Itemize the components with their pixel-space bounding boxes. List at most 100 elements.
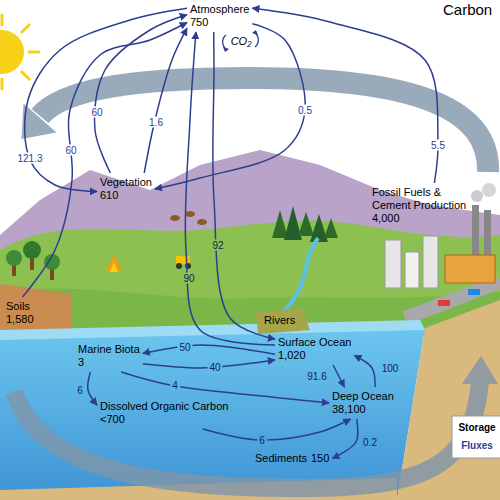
- flux-arrow: [333, 365, 344, 387]
- reservoir-amount: 150: [311, 452, 329, 465]
- flux-arrow: [354, 356, 375, 388]
- cycle-arrow-part: [14, 382, 480, 488]
- road-part: [468, 289, 480, 295]
- flux-value: 4: [170, 380, 180, 391]
- reservoir-label: Rivers: [264, 314, 295, 327]
- factory-part: [484, 210, 491, 257]
- sediment-slope: [0, 300, 500, 500]
- reservoir-name: Fossil Fuels & Cement Production: [372, 186, 476, 212]
- reservoir-amount: 3: [78, 356, 140, 369]
- flux-value: 50: [177, 342, 192, 353]
- cattle-part: [185, 211, 195, 217]
- reservoir-label: Marine Biota3: [78, 343, 140, 369]
- cattle-part: [170, 215, 180, 221]
- flux-arrow: [95, 15, 187, 173]
- flux-value: 5.5: [429, 140, 447, 151]
- cycle-arrow-part: [40, 78, 488, 172]
- legend-storage: Storage: [458, 422, 495, 433]
- factory: [445, 183, 496, 283]
- sun: [0, 14, 40, 90]
- sun-part: [28, 51, 40, 54]
- tractor-part: [176, 256, 190, 264]
- fire-part: [106, 254, 122, 272]
- forest-part: [324, 218, 338, 238]
- flux-arrow: [25, 8, 187, 191]
- river: [282, 238, 318, 312]
- flux-arrow: [88, 372, 97, 405]
- flux-value: 6: [257, 435, 267, 446]
- legend-box-part: [452, 416, 500, 458]
- flux-value: 91.6: [305, 371, 328, 382]
- reservoir-amount: 38,100: [332, 403, 394, 416]
- legend-box: [452, 416, 500, 458]
- reservoir-label: Vegetation610: [100, 176, 152, 202]
- flux-arrow: [23, 23, 187, 298]
- reservoir-name: Atmosphere: [190, 3, 249, 16]
- reservoir-amount: <700: [100, 413, 228, 426]
- diagram-title: Carbon: [443, 1, 492, 18]
- sun-part: [1, 14, 4, 26]
- tractor-part: [176, 263, 182, 269]
- reservoir-amount: 4,000: [372, 212, 476, 225]
- sun-part: [21, 71, 30, 80]
- city-part: [423, 236, 438, 288]
- co2-swirl: [223, 30, 259, 52]
- flux-value: 90: [181, 273, 196, 284]
- city-part: [385, 240, 401, 288]
- legend-fluxes: Fluxes: [461, 440, 493, 451]
- reservoir-label: Soils1,580: [6, 300, 34, 326]
- flux-value: 100: [380, 363, 401, 374]
- hills: [0, 221, 500, 335]
- reservoir-name: Rivers: [264, 314, 295, 327]
- forest-part: [298, 212, 314, 236]
- flux-arrow: [121, 372, 329, 403]
- river-part: [282, 238, 318, 312]
- factory-part: [482, 183, 496, 197]
- gas-label: CO₂: [231, 35, 252, 47]
- cattle-part: [197, 219, 207, 225]
- ocean-part: [0, 328, 425, 500]
- flux-arrow: [213, 32, 275, 339]
- reservoir-amount: 610: [100, 189, 152, 202]
- flux-arrow: [185, 32, 275, 345]
- flux-value: 6: [75, 385, 85, 396]
- reservoir-name: Deep Ocean: [332, 390, 394, 403]
- forest-part: [272, 210, 288, 238]
- flux-value: 40: [207, 362, 222, 373]
- tractor: [176, 256, 191, 269]
- flux-arrow: [143, 345, 275, 354]
- factory-part: [472, 205, 479, 257]
- factory-part: [471, 190, 483, 202]
- city-part: [405, 252, 419, 288]
- river-mouth: [256, 308, 310, 334]
- road-part: [438, 300, 450, 306]
- reservoir-name: Marine Biota: [78, 343, 140, 356]
- city: [385, 236, 438, 288]
- flux-arrow: [332, 419, 357, 459]
- flux-value: 121.3: [15, 153, 44, 164]
- reservoir-label: Deep Ocean38,100: [332, 390, 394, 416]
- factory-part: [445, 255, 495, 283]
- flux-value: 1.6: [147, 117, 165, 128]
- left-trees-part: [23, 241, 41, 259]
- flux-value: 0.2: [361, 437, 379, 448]
- flux-value: 60: [89, 107, 104, 118]
- left-trees: [6, 241, 60, 280]
- reservoir-name: Soils: [6, 300, 34, 313]
- co2-swirl-part: [255, 33, 258, 47]
- cycle-arrow: [14, 78, 498, 488]
- sun-part: [1, 78, 4, 90]
- flux-value: 92: [210, 240, 225, 251]
- reservoir-label: Surface Ocean1,020: [278, 336, 351, 362]
- reservoir-amount: 1,580: [6, 313, 34, 326]
- flux-value: 60: [63, 145, 78, 156]
- flux-arrow: [203, 419, 351, 440]
- cattle: [170, 211, 207, 225]
- forest: [272, 206, 338, 242]
- co2-swirl-part: [223, 47, 229, 52]
- reservoir-label: Fossil Fuels & Cement Production4,000: [372, 186, 476, 225]
- cycle-arrow-part: [462, 356, 498, 384]
- reservoir-name: Surface Ocean: [278, 336, 351, 349]
